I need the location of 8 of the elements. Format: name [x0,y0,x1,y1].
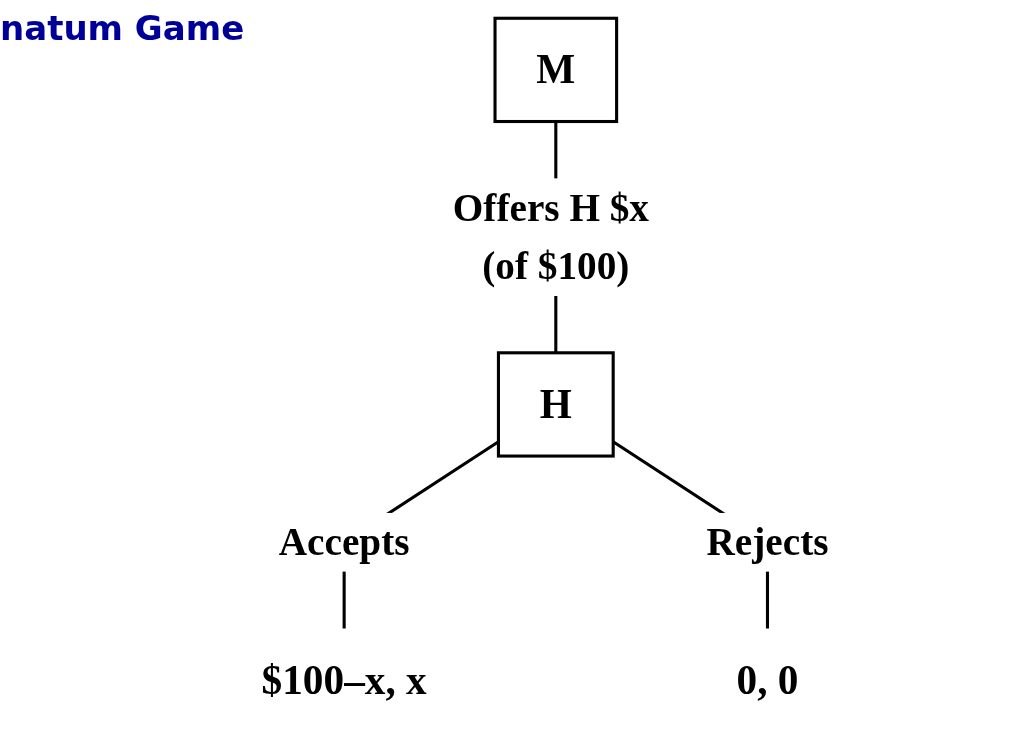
node-text: $100–x, x [261,656,427,703]
edge-label: Accepts [278,520,410,564]
edge-label: Offers H $x (of $100) [452,185,649,288]
node-text: 0, 0 [736,656,799,703]
title: natum Game [0,8,245,48]
node-box: H [496,351,615,458]
edge-label: Rejects [706,520,829,564]
node-box: M [493,16,619,124]
